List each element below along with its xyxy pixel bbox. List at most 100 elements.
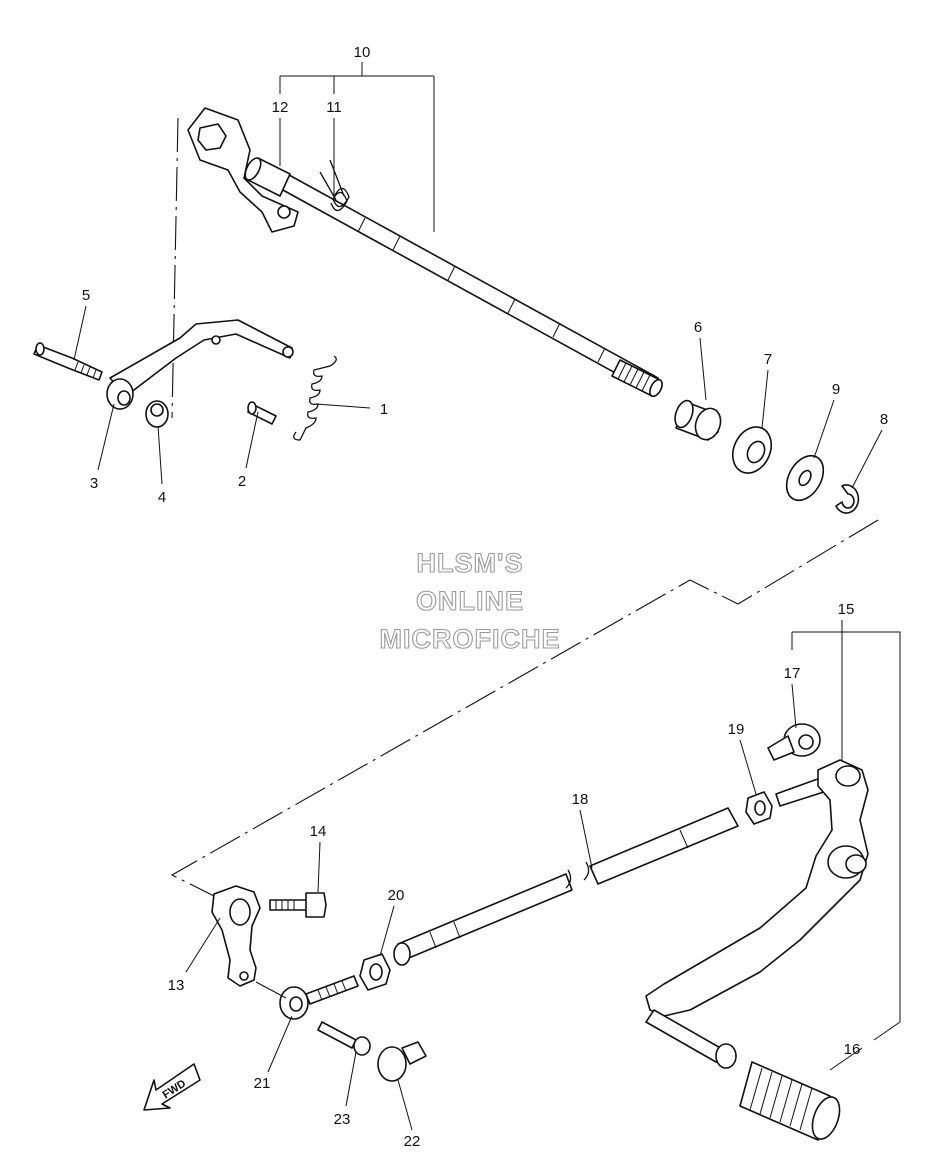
rod-lower-end [393, 942, 411, 966]
callout-4: 4 [158, 489, 166, 506]
bolt-5[interactable] [33, 342, 103, 381]
rod-upper-section [589, 807, 739, 885]
nut-19-hole [754, 800, 766, 816]
nut-20-hole [369, 963, 383, 981]
bolt-17[interactable] [767, 723, 821, 761]
rod-end-21[interactable] [279, 975, 359, 1020]
forward-arrow-icon: FWD [143, 1063, 201, 1111]
fork-cutout [197, 123, 227, 151]
leader-22 [397, 1079, 413, 1131]
shift-pedal-16[interactable] [645, 759, 869, 1069]
rubber-body [739, 1061, 831, 1141]
stopper-lever-3[interactable] [106, 319, 294, 410]
bolt-2[interactable] [247, 401, 277, 425]
shift-rod-18[interactable] [393, 807, 739, 966]
washer-hole [798, 469, 812, 487]
leader-7 [761, 369, 769, 429]
spring-1-coil [293, 355, 337, 441]
washer-9[interactable] [779, 449, 831, 507]
leader-5 [73, 305, 87, 361]
bolt-5-head [35, 342, 45, 356]
callout-22: 22 [404, 1133, 421, 1150]
leader-6 [699, 337, 707, 401]
bolt-2-head [247, 401, 257, 415]
rod-end-thread-lines [317, 980, 347, 1001]
callout-15: 15 [838, 601, 855, 618]
callout-18: 18 [572, 791, 589, 808]
collar-4[interactable] [145, 400, 169, 428]
rod-end-thread [305, 975, 359, 1005]
pedal-pivot-hole [845, 854, 867, 874]
callout-19: 19 [728, 721, 745, 738]
watermark: HLSM'S ONLINE MICROFICHE [379, 547, 561, 654]
bracket-10 [279, 62, 435, 232]
leader-1 [315, 403, 371, 409]
leader-23 [345, 1051, 357, 1107]
callout-20: 20 [388, 887, 405, 904]
shift-shaft[interactable] [187, 107, 665, 398]
lever-end-roller [282, 346, 294, 358]
leader-lines [73, 62, 901, 1131]
shaft-end-face [649, 378, 663, 398]
rubber-16[interactable] [739, 1061, 845, 1143]
callout-17: 17 [784, 665, 801, 682]
bolt-14[interactable] [269, 892, 327, 918]
forward-arrow-shape [143, 1063, 201, 1111]
rod-lower-steps [429, 921, 461, 949]
callout-10: 10 [354, 44, 371, 61]
callout-23: 23 [334, 1111, 351, 1128]
bolt-14-head [305, 892, 327, 918]
stopper-lever-arm [109, 319, 293, 397]
cover-22[interactable] [377, 1041, 427, 1082]
callout-9: 9 [832, 381, 840, 398]
callout-labels: 10 12 11 5 1 2 3 4 6 7 9 8 15 17 19 18 1… [82, 44, 888, 1150]
callout-16: 16 [844, 1041, 861, 1058]
rod-upper-step [679, 829, 689, 849]
shift-arm-13[interactable] [211, 885, 261, 987]
collar-6[interactable] [672, 398, 725, 443]
bolt-14-thread [275, 900, 295, 910]
leader-9 [813, 399, 835, 459]
leader-17 [791, 683, 797, 729]
pedal-peg-rod [645, 1009, 725, 1063]
leader-3 [97, 403, 115, 471]
pedal-peg-end [715, 1043, 737, 1069]
bolt-17-stub [767, 735, 795, 761]
nut-20[interactable] [359, 953, 391, 991]
fork-pin [277, 205, 291, 219]
callout-8: 8 [880, 411, 888, 428]
leader-19 [739, 739, 757, 795]
watermark-line-3: MICROFICHE [380, 624, 561, 654]
callout-12: 12 [272, 99, 289, 116]
leader-8 [851, 429, 883, 489]
bolt-23-head [353, 1036, 371, 1056]
shaft-to-arm-reference-line [171, 117, 179, 419]
oil-seal-7[interactable] [726, 421, 779, 480]
shaft-to-linkage-reference-line [170, 519, 879, 898]
leader-13 [185, 917, 221, 973]
rod-lower-section [397, 873, 573, 961]
leader-2 [245, 411, 259, 469]
nut-19[interactable] [745, 791, 773, 825]
lever-hole [211, 335, 221, 345]
callout-1: 1 [380, 401, 388, 418]
spring-1[interactable] [293, 355, 337, 441]
bolt-5-shank [33, 344, 103, 381]
callout-14: 14 [310, 823, 327, 840]
collar-6-back [674, 399, 694, 429]
lever-boss-hole [117, 390, 131, 406]
bolt-17-hole [798, 734, 814, 750]
rubber-end [811, 1096, 841, 1140]
rubber-ridges [749, 1067, 813, 1131]
rod-end-hole [289, 996, 303, 1012]
leader-21 [267, 1015, 293, 1073]
leader-4 [157, 425, 163, 485]
bolt-23[interactable] [317, 1021, 371, 1056]
cover-22-cap [377, 1046, 407, 1082]
leader-14 [317, 841, 321, 893]
leader-16 [829, 1047, 863, 1071]
callout-5: 5 [82, 287, 90, 304]
circlip-8[interactable] [835, 484, 860, 514]
callout-21: 21 [254, 1075, 271, 1092]
